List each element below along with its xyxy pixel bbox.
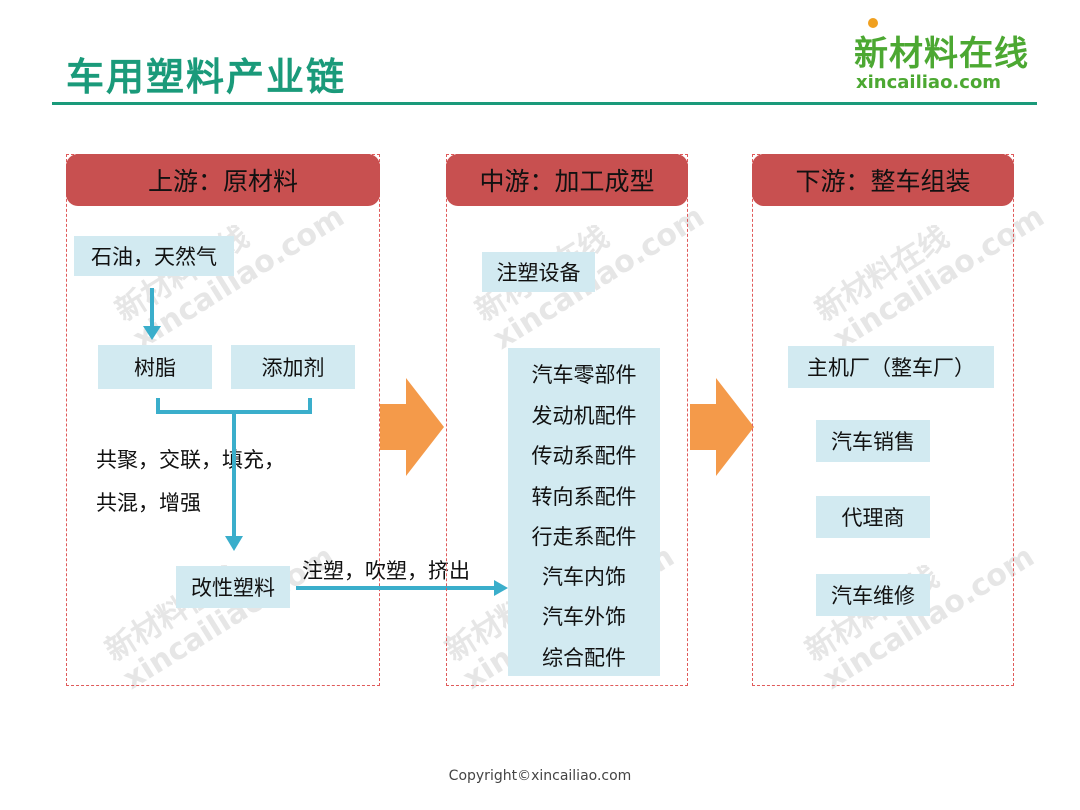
injection-equipment-box: 注塑设备 — [482, 252, 595, 292]
upstream-header: 上游：原材料 — [66, 154, 380, 206]
raw-material-box: 石油，天然气 — [74, 236, 234, 276]
brand-logo: 新材料在线 xincailiao.com — [846, 18, 1046, 94]
down-arrow-icon — [143, 288, 161, 340]
logo-text-en: xincailiao.com — [856, 72, 1002, 93]
right-arrow-icon — [296, 580, 508, 596]
list-item: 行走系配件 — [531, 524, 637, 549]
merge-bracket — [156, 398, 312, 551]
auto-parts-panel: 汽车零部件 发动机配件 传动系配件 转向系配件 行走系配件 汽车内饰 汽车外饰 … — [508, 348, 660, 676]
resin-box: 树脂 — [98, 345, 212, 389]
auto-parts-list: 发动机配件 传动系配件 转向系配件 行走系配件 汽车内饰 汽车外饰 综合配件 — [532, 396, 637, 678]
process-methods-line1: 共聚，交联，填充， — [96, 448, 285, 472]
copyright-footer: Copyright©xincailiao.com — [448, 768, 632, 784]
auto-repair-box: 汽车维修 — [816, 574, 930, 616]
flow-arrow-icon — [690, 378, 754, 476]
logo-dot-icon — [868, 18, 878, 28]
molding-methods-label: 注塑，吹塑，挤出 — [302, 559, 470, 583]
auto-parts-title: 汽车零部件 — [531, 363, 637, 387]
list-item: 汽车外饰 — [542, 605, 626, 630]
title-divider — [52, 102, 1037, 105]
logo-text-cn: 新材料在线 — [854, 34, 1029, 74]
process-methods-line2: 共混，增强 — [96, 491, 201, 515]
list-item: 转向系配件 — [531, 484, 637, 509]
list-item: 综合配件 — [542, 645, 626, 670]
oem-box: 主机厂（整车厂） — [788, 346, 994, 388]
flow-arrow-icon — [380, 378, 444, 476]
list-item: 传动系配件 — [531, 444, 637, 469]
downstream-header: 下游：整车组装 — [752, 154, 1014, 206]
modified-plastic-box: 改性塑料 — [176, 566, 290, 608]
additive-box: 添加剂 — [231, 345, 355, 389]
auto-sales-box: 汽车销售 — [816, 420, 930, 462]
midstream-header: 中游：加工成型 — [446, 154, 688, 206]
page-title: 车用塑料产业链 — [66, 55, 347, 99]
agent-box: 代理商 — [816, 496, 930, 538]
list-item: 发动机配件 — [531, 404, 637, 428]
list-item: 汽车内饰 — [542, 565, 626, 590]
